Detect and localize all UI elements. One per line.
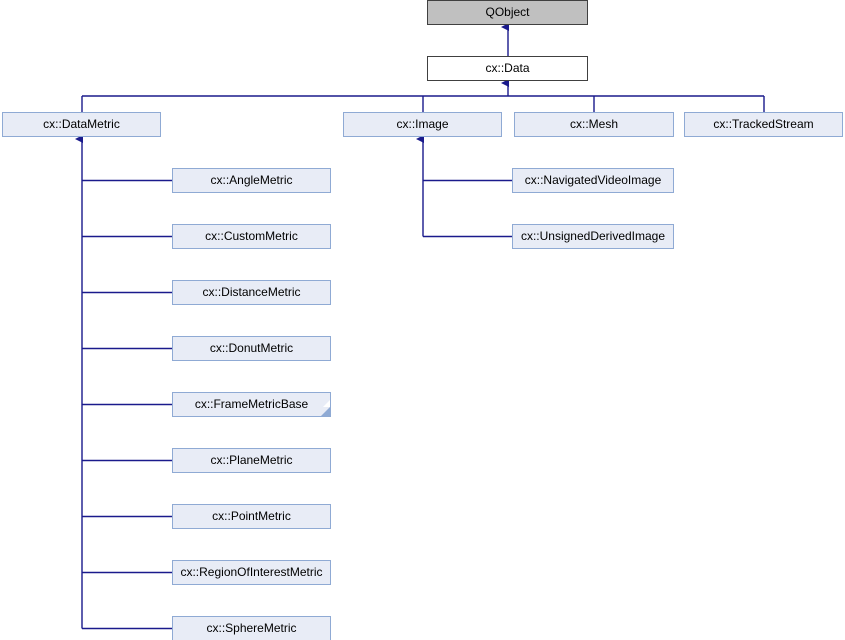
class-node-image[interactable]: cx::Image xyxy=(343,112,502,137)
class-node-planemetric[interactable]: cx::PlaneMetric xyxy=(172,448,331,473)
class-node-navigatedvideoimage[interactable]: cx::NavigatedVideoImage xyxy=(512,168,674,193)
class-node-qobject[interactable]: QObject xyxy=(427,0,588,25)
class-node-label: cx::NavigatedVideoImage xyxy=(524,173,662,187)
class-node-mesh[interactable]: cx::Mesh xyxy=(514,112,674,137)
class-node-custommetric[interactable]: cx::CustomMetric xyxy=(172,224,331,249)
class-node-unsignedderivedimage[interactable]: cx::UnsignedDerivedImage xyxy=(512,224,674,249)
class-node-label: cx::DataMetric xyxy=(43,117,120,131)
class-node-label: cx::FrameMetricBase xyxy=(194,397,309,411)
class-node-label: cx::Image xyxy=(396,117,449,131)
class-node-label: cx::AngleMetric xyxy=(210,173,293,187)
class-node-spheremetric[interactable]: cx::SphereMetric xyxy=(172,616,331,640)
class-node-framemetricbase[interactable]: cx::FrameMetricBase xyxy=(172,392,331,417)
class-node-data[interactable]: cx::Data xyxy=(427,56,588,81)
class-node-label: cx::DonutMetric xyxy=(209,341,294,355)
class-node-label: cx::Data xyxy=(485,61,530,75)
class-node-label: cx::RegionOfInterestMetric xyxy=(180,565,323,579)
class-node-label: cx::SphereMetric xyxy=(206,621,297,635)
class-node-label: cx::PlaneMetric xyxy=(210,453,293,467)
collapsed-children-fold-icon xyxy=(321,400,330,416)
class-node-label: cx::Mesh xyxy=(569,117,618,131)
class-node-pointmetric[interactable]: cx::PointMetric xyxy=(172,504,331,529)
class-node-label: cx::UnsignedDerivedImage xyxy=(520,229,666,243)
class-node-label: cx::TrackedStream xyxy=(713,117,814,131)
class-node-trackedstream[interactable]: cx::TrackedStream xyxy=(684,112,843,137)
class-node-donutmetric[interactable]: cx::DonutMetric xyxy=(172,336,331,361)
class-node-label: cx::DistanceMetric xyxy=(202,285,301,299)
class-node-label: cx::CustomMetric xyxy=(205,229,298,243)
class-node-datametric[interactable]: cx::DataMetric xyxy=(2,112,161,137)
class-node-regionofinterestmetric[interactable]: cx::RegionOfInterestMetric xyxy=(172,560,331,585)
class-node-anglemetric[interactable]: cx::AngleMetric xyxy=(172,168,331,193)
class-node-label: cx::PointMetric xyxy=(212,509,291,523)
class-node-distancemetric[interactable]: cx::DistanceMetric xyxy=(172,280,331,305)
collapsed-children-fold-inner xyxy=(323,400,330,407)
class-node-label: QObject xyxy=(485,5,530,19)
